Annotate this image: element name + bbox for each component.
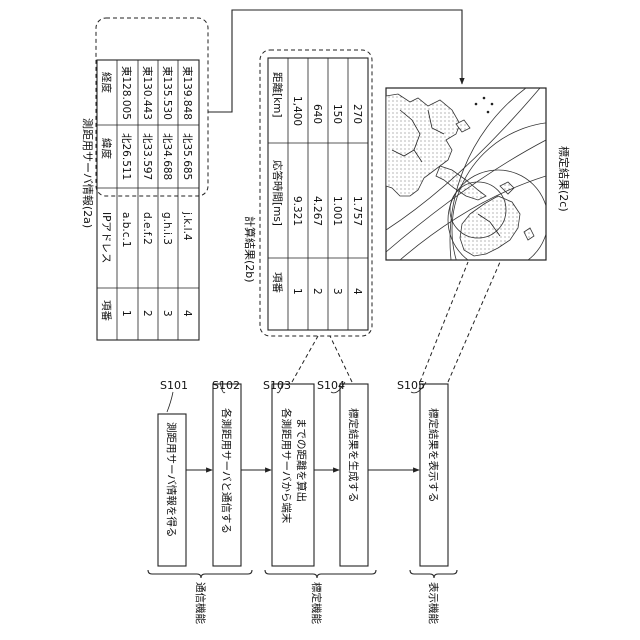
calc-cell: 270	[351, 104, 363, 124]
map-islet	[483, 97, 486, 100]
step-text-s105: 標定結果を表示する	[427, 408, 440, 503]
calc-cell: 1	[291, 288, 303, 295]
step-id-s103: S103	[263, 379, 291, 392]
server-cell: 2	[141, 310, 153, 317]
server-cell: 北33.597	[141, 133, 153, 180]
dashed-connector	[292, 336, 318, 382]
function-brace-comm	[148, 570, 252, 578]
server-cell: 北35.685	[181, 133, 193, 180]
server-header-ip: IPアドレス	[100, 212, 112, 263]
calc-cell: 1,400	[291, 96, 303, 126]
step-text-s102: 各測距用サーバと通信する	[220, 408, 233, 534]
flowchart: S101 S102 S103 S104 S105 測距用サーバ情報を得る 各測距…	[148, 379, 457, 624]
step-id-s101: S101	[160, 379, 188, 392]
calc-cell: 640	[311, 104, 323, 124]
dashed-connector	[448, 262, 500, 382]
server-cell: j.k.l.4	[181, 211, 193, 241]
dashed-connector	[330, 336, 352, 382]
map-islet	[487, 111, 490, 114]
calc-cell: 2	[311, 288, 323, 295]
map-islet	[475, 103, 478, 106]
server-cell: 4	[181, 310, 193, 317]
step-text-s103-line2: までの距離を算出	[295, 418, 308, 502]
function-brace-locate	[265, 570, 376, 578]
function-label-display: 表示機能	[427, 582, 440, 624]
calc-table-title: 計算結果(2b)	[243, 216, 257, 283]
server-cell: 東139.848	[181, 66, 194, 120]
map-title: 標定結果(2c)	[557, 146, 571, 212]
server-info-table: 測距用サーバ情報(2a) 項番 IPアドレス 緯度 経度 1 a.b.c.1 北…	[81, 18, 208, 340]
calc-cell: 150	[331, 104, 343, 124]
calc-cell: 4	[351, 288, 363, 295]
calc-cell: 1.001	[331, 196, 343, 226]
calc-header-time: 応答時間[ms]	[271, 160, 284, 226]
calc-result-table: 計算結果(2b) 項番 応答時間[ms] 距離[km] 1 9.321 1,40…	[243, 50, 372, 336]
server-cell: 東130.443	[141, 66, 154, 120]
server-cell: g.h.i.3	[161, 212, 173, 245]
step-text-s104: 標定結果を生成する	[347, 408, 360, 503]
calc-cell: 9.321	[291, 196, 303, 226]
server-cell: 北34.688	[161, 133, 173, 180]
step-id-s102: S102	[212, 379, 240, 392]
server-cell: 東135.530	[161, 66, 174, 120]
calc-header-dist: 距離[km]	[271, 72, 284, 118]
server-header-lat: 緯度	[100, 138, 113, 159]
calc-cell: 3	[331, 288, 343, 295]
step-text-s101: 測距用サーバ情報を得る	[165, 422, 178, 537]
function-label-locate: 標定機能	[310, 582, 323, 624]
function-label-comm: 通信機能	[194, 582, 207, 624]
server-cell: 3	[161, 310, 173, 317]
server-cell: 東128.005	[120, 66, 133, 120]
function-brace-display	[410, 570, 457, 578]
step-text-s103-line1: 各測距用サーバから端末	[280, 408, 293, 524]
server-cell: a.b.c.1	[120, 212, 132, 248]
server-cell: 北26.511	[120, 133, 132, 180]
calc-cell: 1.757	[351, 196, 363, 226]
server-cell: 1	[120, 310, 132, 317]
step-id-s104: S104	[317, 379, 345, 392]
server-header-no: 項番	[100, 300, 112, 321]
server-header-lon: 経度	[100, 72, 113, 93]
calc-cell: 4.267	[311, 196, 323, 226]
calc-header-no: 項番	[271, 272, 283, 293]
step-leader	[167, 392, 173, 412]
map-islet	[491, 103, 494, 106]
server-cell: d.e.f.2	[141, 212, 153, 245]
server-table-title: 測距用サーバ情報(2a)	[81, 118, 95, 228]
dashed-connector	[420, 262, 468, 382]
